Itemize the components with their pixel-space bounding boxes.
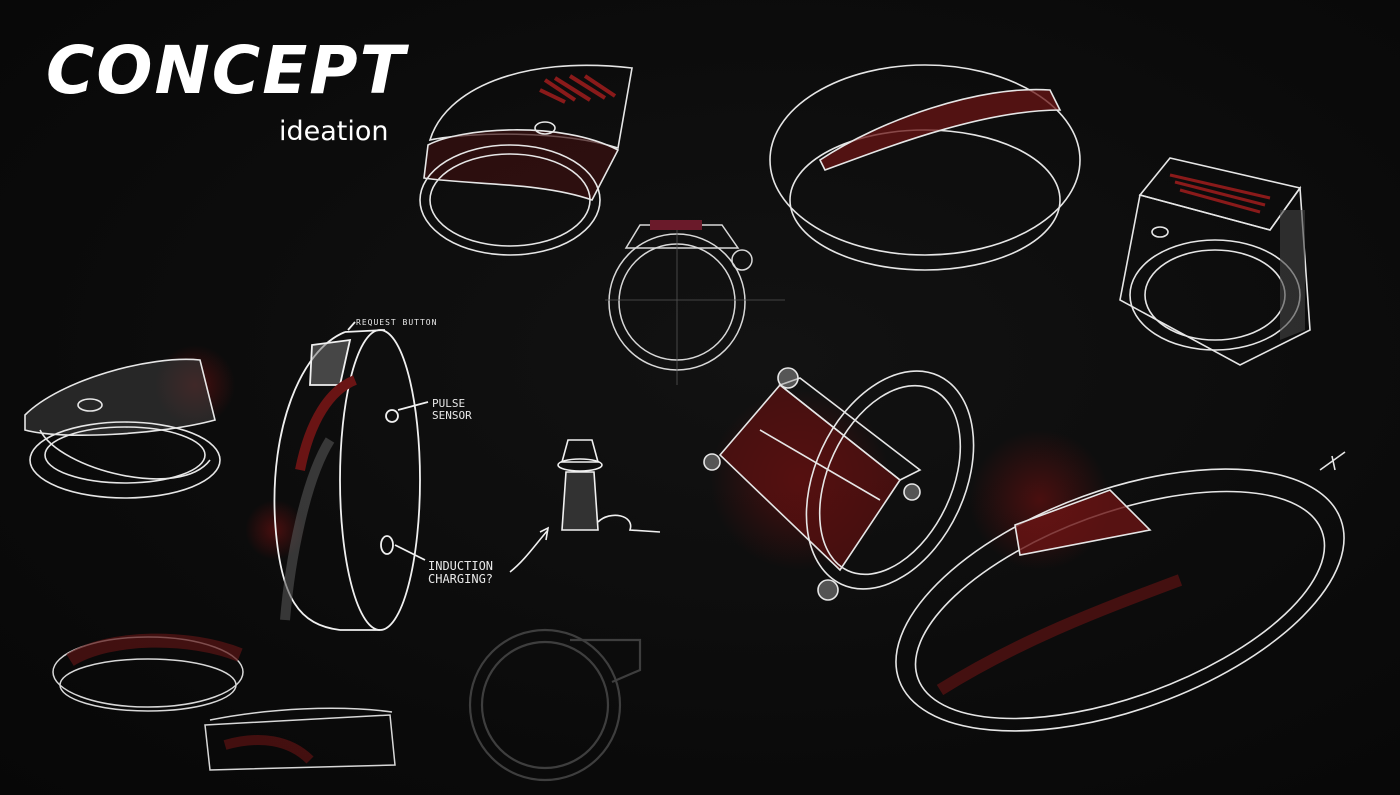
ring-sketch-boxy-signet [1119, 157, 1311, 366]
page-subtitle: ideation [279, 116, 389, 147]
ring-sketch-flat-band [52, 633, 244, 712]
ring-sketch-large-band [895, 430, 1346, 732]
ring-sketch-striped-band [419, 64, 633, 256]
ring-sketch-wide-band [769, 64, 1081, 271]
annotation-request-button: Request button [356, 318, 438, 327]
charging-dock-sketch [509, 439, 661, 573]
page-title: CONCEPT [46, 32, 407, 109]
ring-sketch-front-signet [605, 220, 785, 385]
ring-sketch-gemstone [703, 367, 975, 601]
ring-sketch-smart-cylinder [245, 321, 429, 631]
ring-sketch-circle-outline [468, 628, 642, 782]
annotation-induction-charging: Induction charging? [428, 559, 494, 587]
ring-sketch-twisted-band [204, 707, 396, 771]
ring-sketch-sculpted [24, 345, 235, 499]
annotation-pulse-sensor: Pulse sensor [432, 397, 472, 423]
